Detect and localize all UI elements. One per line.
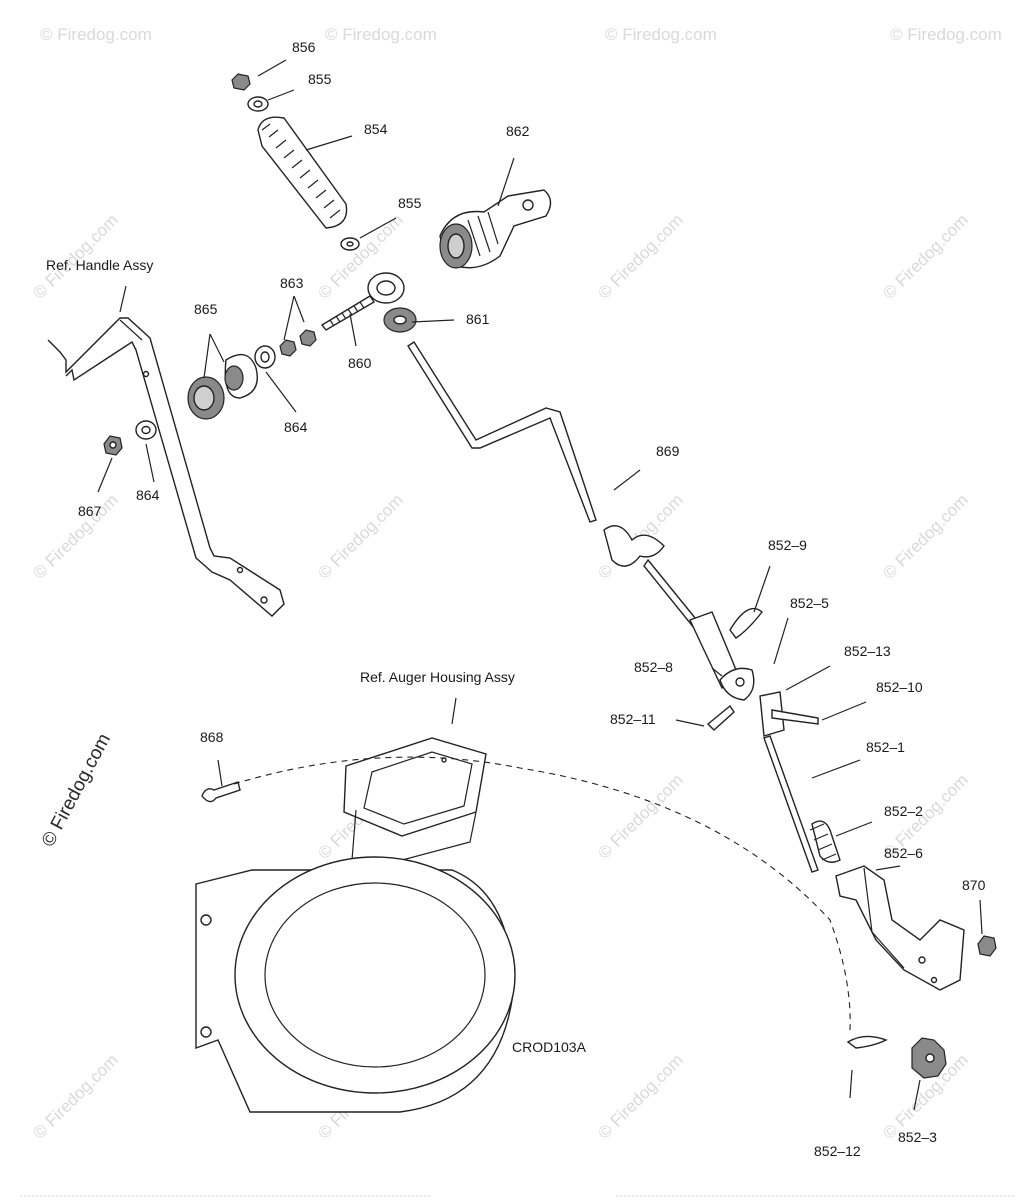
part-label-852-3: 852–3 [898,1129,937,1145]
diagram-code: CROD103A [512,1039,587,1055]
part-label-854: 854 [364,121,388,137]
linkage-852 [706,607,997,1079]
part-label-860: 860 [348,355,372,371]
watermark: © Firedog.com [594,770,686,862]
part-label-852-6: 852–6 [884,845,923,861]
leader-lines [97,59,983,1111]
watermark: © Firedog.com [879,490,971,582]
part-label-861: 861 [466,311,490,327]
part-label-852-13: 852–13 [844,643,891,659]
part-label-852-2: 852–2 [884,803,923,819]
auger-housing [195,737,851,1113]
watermark: © Firedog.com [29,490,121,582]
part-label-862: 862 [506,123,530,139]
ref-handle-assy-label: Ref. Handle Assy [46,257,153,273]
watermark-main: © Firedog.com [38,730,115,850]
part-label-852-5: 852–5 [790,595,829,611]
part-label-855-second: 855 [398,195,422,211]
part-label-863: 863 [280,275,304,291]
part-label-852-8: 852–8 [634,659,673,675]
part-label-870: 870 [962,877,986,893]
watermark: © Firedog.com [879,210,971,302]
part-label-864-second: 864 [136,487,160,503]
part-label-852-1: 852–1 [866,739,905,755]
labels: 856 855 854 862 855 Ref. Handle Assy 863… [46,39,986,1159]
part-label-864: 864 [284,419,308,435]
shaft-869 [407,341,741,689]
part-label-865: 865 [194,301,218,317]
part-label-852-10: 852–10 [876,679,923,695]
watermark: © Firedog.com [605,25,717,44]
handle-assembly [47,73,552,617]
part-label-869: 869 [656,443,680,459]
part-label-852-12: 852–12 [814,1143,861,1159]
watermark: © Firedog.com [594,1050,686,1142]
watermark: © Firedog.com [40,25,152,44]
watermark: © Firedog.com [314,490,406,582]
watermark: © Firedog.com [29,1050,121,1142]
part-label-867: 867 [78,503,102,519]
watermark: © Firedog.com [594,210,686,302]
part-label-868: 868 [200,729,224,745]
part-label-855: 855 [308,71,332,87]
part-label-852-11: 852–11 [610,711,656,727]
watermark: © Firedog.com [890,25,1002,44]
part-label-856: 856 [292,39,316,55]
part-label-852-9: 852–9 [768,537,807,553]
ref-auger-housing-assy-label: Ref. Auger Housing Assy [360,669,515,685]
watermark: © Firedog.com [325,25,437,44]
